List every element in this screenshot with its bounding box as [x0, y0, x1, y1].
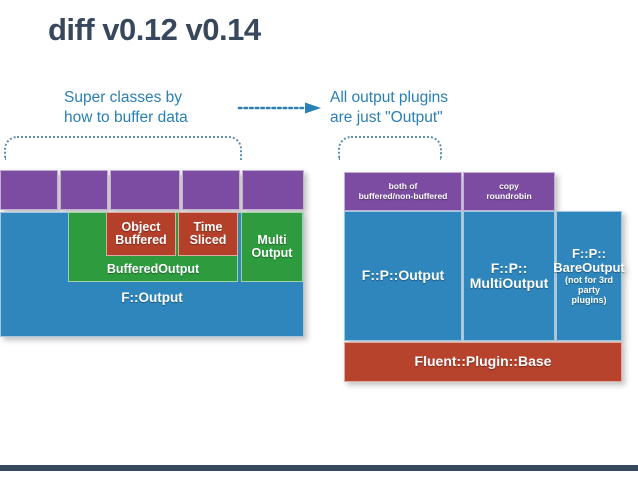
page-title: diff v0.12 v0.14 [48, 12, 261, 47]
right-column-bareoutput: F::P:: BareOutput (not for 3rd party plu… [553, 211, 625, 341]
left-object-buffered: Object Buffered [106, 212, 176, 256]
right-base-plugin-base: Fluent::Plugin::Base [344, 342, 622, 382]
caption-right: All output plugins are just "Output" [330, 89, 449, 126]
brace-left [4, 136, 242, 160]
left-purple-box-0 [0, 170, 58, 210]
caption-left: Super classes by how to buffer data [64, 89, 188, 126]
left-multi-output: Multi Output [241, 212, 303, 282]
right-purple-copy-roundrobin: copy roundrobin [463, 172, 555, 211]
left-purple-box-4 [242, 170, 304, 210]
right-bareoutput-note: (not for 3rd party plugins) [565, 274, 613, 306]
dotted-arrow-right-icon [237, 100, 327, 116]
left-time-sliced: Time Sliced [178, 212, 238, 256]
left-purple-box-1 [60, 170, 108, 210]
right-bareoutput-label: F::P:: BareOutput [553, 245, 625, 275]
brace-right [338, 136, 442, 160]
left-purple-box-3 [182, 170, 240, 210]
right-column-output: F::P::Output [344, 211, 462, 341]
right-diagram-v014: both of buffered/non-buffered copy round… [344, 172, 625, 384]
left-purple-box-2 [110, 170, 180, 210]
right-column-multioutput: F::P:: MultiOutput [463, 211, 555, 341]
left-diagram-v012: F::Output BufferedOutput Object Buffered… [0, 170, 310, 340]
footer-bar [0, 465, 638, 471]
right-purple-both-of-buffered: both of buffered/non-buffered [344, 172, 462, 211]
